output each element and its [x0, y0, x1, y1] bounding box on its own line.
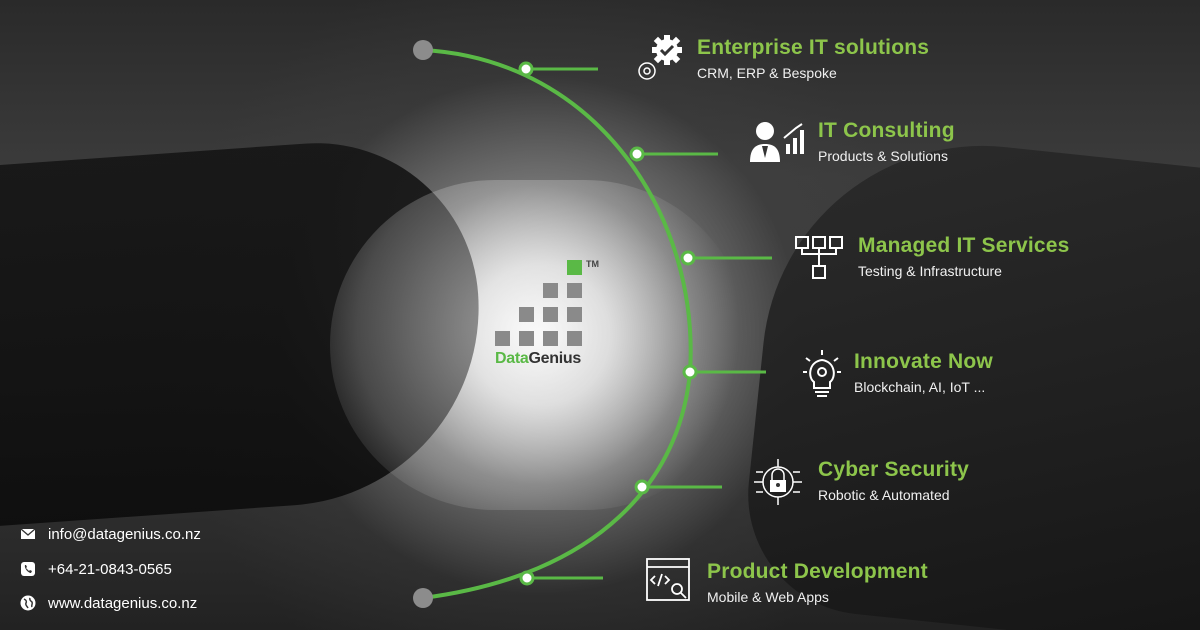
connector-node [629, 146, 645, 162]
service-title: Managed IT Services [858, 234, 1070, 257]
logo-square [567, 331, 582, 346]
logo-word-data: Data [495, 350, 529, 367]
logo-square [543, 331, 558, 346]
padlock-circuit-icon [754, 459, 802, 505]
connector-node [634, 479, 650, 495]
logo-square [567, 307, 582, 322]
logo-word-genius: Genius [528, 350, 581, 367]
service-managed-it: Managed IT Services Testing & Infrastruc… [858, 234, 1070, 279]
datagenius-logo: TM DataGenius [490, 255, 610, 375]
service-product-development: Product Development Mobile & Web Apps [707, 560, 928, 605]
logo-square [519, 307, 534, 322]
contact-email[interactable]: info@datagenius.co.nz [20, 523, 201, 545]
globe-icon [20, 595, 36, 611]
gears-icon [638, 35, 682, 80]
arc-end-dot [413, 588, 433, 608]
logo-square [495, 331, 510, 346]
logo-square [567, 283, 582, 298]
service-subtitle: Mobile & Web Apps [707, 589, 829, 605]
service-title: Enterprise IT solutions [697, 36, 930, 59]
service-innovate-now: Innovate Now Blockchain, AI, IoT ... [854, 350, 993, 395]
connector-node [519, 570, 535, 586]
connector-node [680, 250, 696, 266]
service-title: Cyber Security [818, 458, 970, 481]
code-window-icon [646, 558, 690, 601]
service-title: Innovate Now [854, 350, 993, 373]
arc-start-dot [413, 40, 433, 60]
envelope-icon [20, 528, 36, 539]
email-text[interactable]: info@datagenius.co.nz [48, 525, 201, 543]
service-cyber-security: Cyber Security Robotic & Automated [818, 458, 969, 503]
service-title: Product Development [707, 560, 928, 583]
service-subtitle: CRM, ERP & Bespoke [697, 65, 837, 81]
network-boxes-icon [795, 236, 843, 279]
service-subtitle: Blockchain, AI, IoT ... [854, 379, 986, 395]
lightbulb-icon [803, 350, 841, 397]
service-it-consulting: IT Consulting Products & Solutions [818, 119, 955, 164]
service-enterprise-it: Enterprise IT solutions CRM, ERP & Bespo… [697, 36, 929, 81]
logo-square [567, 260, 582, 275]
logo-square [543, 307, 558, 322]
phone-icon [21, 562, 35, 576]
connector-node [518, 61, 534, 77]
logo-square [519, 331, 534, 346]
service-subtitle: Products & Solutions [818, 148, 948, 164]
service-subtitle: Robotic & Automated [818, 487, 950, 503]
website-text[interactable]: www.datagenius.co.nz [48, 594, 198, 612]
service-subtitle: Testing & Infrastructure [858, 263, 1002, 279]
contact-phone[interactable]: +64-21-0843-0565 [20, 558, 172, 580]
service-title: IT Consulting [818, 119, 955, 142]
contact-website[interactable]: www.datagenius.co.nz [20, 592, 197, 614]
trademark: TM [586, 259, 599, 269]
logo-wordmark: DataGenius [495, 350, 581, 368]
handshake-glow [330, 180, 750, 510]
phone-text[interactable]: +64-21-0843-0565 [48, 560, 172, 578]
logo-square [543, 283, 558, 298]
connector-node [682, 364, 698, 380]
consultant-chart-icon [750, 122, 804, 162]
